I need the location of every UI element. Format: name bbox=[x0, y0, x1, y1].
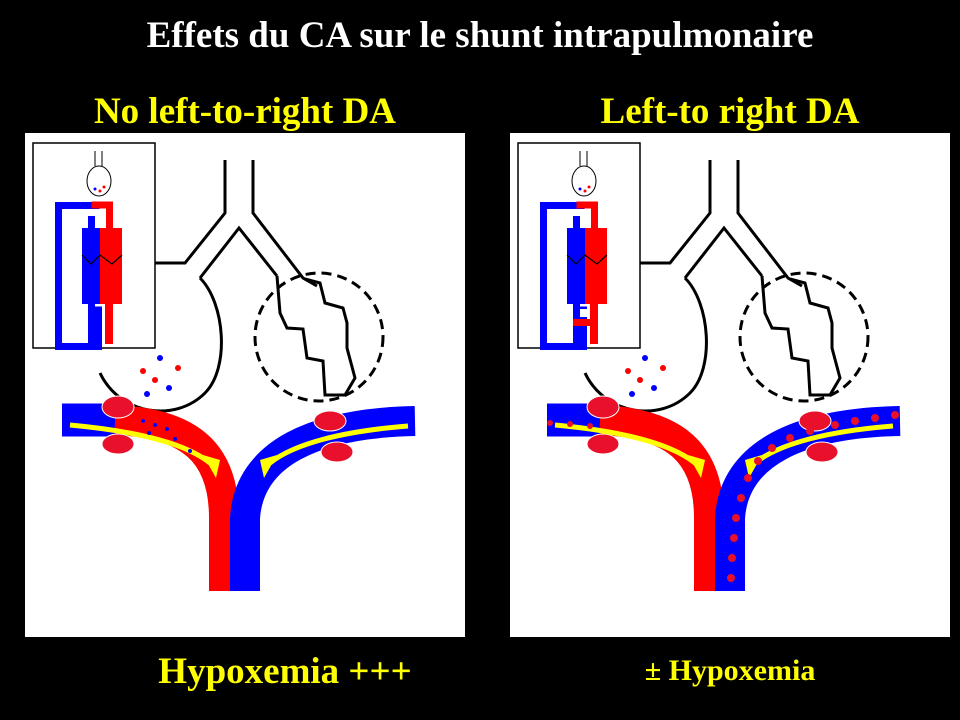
deoxygenated-mixing-dots bbox=[141, 419, 192, 453]
right-diagram-panel bbox=[510, 133, 950, 637]
left-panel-heading: No left-to-right DA bbox=[93, 91, 397, 132]
right-panel-caption: ± Hypoxemia bbox=[644, 654, 816, 687]
left-panel-caption: Hypoxemia +++ bbox=[158, 651, 412, 692]
shunt-diagram-with-ductus bbox=[510, 133, 950, 637]
ductus-arteriosus-shunt bbox=[573, 309, 598, 326]
oxygenated-dots-in-venous-flow bbox=[547, 411, 899, 582]
slide-title: Effets du CA sur le shunt intrapulmonair… bbox=[146, 15, 814, 56]
shunt-diagram-no-ductus bbox=[25, 133, 465, 637]
left-diagram-panel bbox=[25, 133, 465, 637]
right-panel-heading: Left-to right DA bbox=[600, 91, 860, 132]
